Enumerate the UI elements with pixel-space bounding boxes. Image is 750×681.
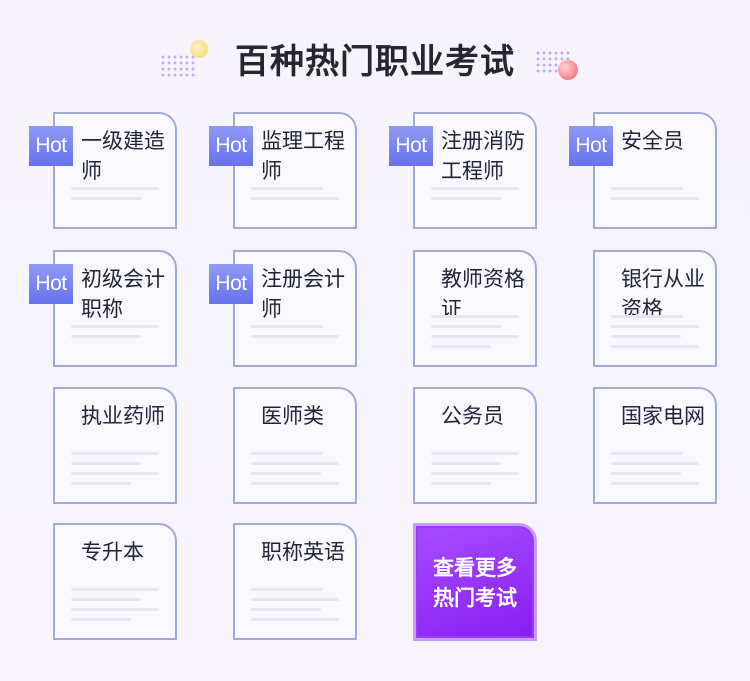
decorative-lines (251, 309, 339, 351)
exam-card[interactable]: 安全员 (593, 112, 717, 229)
decorative-lines (431, 309, 519, 351)
exam-card[interactable]: 教师资格证 (413, 250, 537, 367)
view-more-label: 查看更多热门考试 (433, 556, 517, 610)
hot-badge: Hot (569, 126, 613, 166)
exam-card-label: 医师类 (261, 404, 324, 428)
page-title: 百种热门职业考试 (235, 42, 515, 82)
exam-card-label: 职称英语 (261, 540, 345, 564)
hot-badge: Hot (29, 264, 73, 304)
hot-badge: Hot (209, 126, 253, 166)
decorative-lines (71, 171, 159, 213)
exam-card-label: 公务员 (441, 404, 504, 428)
decorative-lines (251, 171, 339, 213)
exam-card-label: 一级建造师 (81, 129, 165, 183)
decorative-lines (71, 309, 159, 351)
exam-card[interactable]: 注册消防工程师 (413, 112, 537, 229)
hot-badge: Hot (389, 126, 433, 166)
decorative-lines (611, 446, 699, 488)
exam-card[interactable]: 公务员 (413, 387, 537, 504)
exam-card[interactable]: 注册会计师 (233, 250, 357, 367)
decorative-lines (71, 446, 159, 488)
exam-card[interactable]: 监理工程师 (233, 112, 357, 229)
exam-card-label: 注册消防工程师 (441, 129, 525, 183)
exam-card-label: 安全员 (621, 129, 684, 153)
exam-card[interactable]: 执业药师 (53, 387, 177, 504)
decorative-lines (71, 582, 159, 624)
decorative-lines (431, 171, 519, 213)
exam-card[interactable]: 医师类 (233, 387, 357, 504)
hot-badge: Hot (209, 264, 253, 304)
decorative-lines (251, 582, 339, 624)
exam-card[interactable]: 国家电网 (593, 387, 717, 504)
exam-card[interactable]: 一级建造师 (53, 112, 177, 229)
view-more-exams-button[interactable]: 查看更多热门考试 (413, 523, 537, 641)
exam-card-label: 初级会计职称 (81, 267, 165, 321)
decorative-lines (251, 446, 339, 488)
page-header: 百种热门职业考试 (0, 30, 750, 100)
decorative-bubble-icon (558, 60, 578, 80)
exam-card[interactable]: 初级会计职称 (53, 250, 177, 367)
decorative-lines (611, 309, 699, 351)
exam-card[interactable]: 职称英语 (233, 523, 357, 640)
exam-card-label: 国家电网 (621, 404, 705, 428)
exam-card[interactable]: 银行从业资格 (593, 250, 717, 367)
exam-card-label: 注册会计师 (261, 267, 345, 321)
decorative-bubble-icon (190, 40, 208, 58)
decorative-lines (431, 446, 519, 488)
exam-card-label: 专升本 (81, 540, 144, 564)
decorative-lines (611, 171, 699, 213)
decorative-dots-icon (160, 54, 196, 78)
exam-card-label: 执业药师 (81, 404, 165, 428)
exam-card-label: 监理工程师 (261, 129, 345, 183)
hot-badge: Hot (29, 126, 73, 166)
exam-card[interactable]: 专升本 (53, 523, 177, 640)
